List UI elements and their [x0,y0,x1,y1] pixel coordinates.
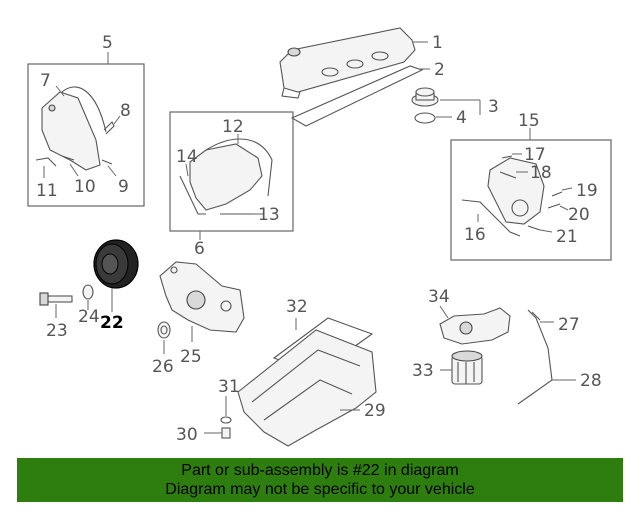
callout-26: 26 [152,357,174,377]
callout-1: 1 [432,33,443,53]
oil-dipstick [517,309,576,405]
callout-15: 15 [518,111,540,131]
callout-13: 13 [258,205,280,225]
oil-filler-cap-seal [414,112,452,124]
front-crank-seal [157,321,171,354]
timing-cover-parts-9-11 [35,155,117,178]
timing-cover-upper-left [41,85,107,171]
footer-line-2: Diagram may not be specific to your vehi… [165,481,475,498]
callout-10: 10 [74,177,96,197]
callout-12: 12 [222,117,244,137]
footer-line-1: Part or sub-assembly is #22 in diagram [181,462,459,479]
callout-14: 14 [176,147,198,167]
callout-29: 29 [364,401,386,421]
group-box-15 [450,128,612,261]
callout-16: 16 [464,225,486,245]
callout-7: 7 [40,71,51,91]
callout-2: 2 [434,60,445,80]
callout-6: 6 [194,239,205,259]
callout-20: 20 [568,205,590,225]
timing-cover-upper-right [461,153,573,237]
callout-3: 3 [488,97,499,117]
callout-25: 25 [180,347,202,367]
crankshaft-pulley [93,239,139,312]
callout-31: 31 [218,377,240,397]
group-box-5 [27,52,145,207]
valve-cover-gasket [290,65,430,127]
group-box-6 [169,111,294,240]
callout-27: 27 [558,315,580,335]
exploded-parts-diagram: 1 2 3 4 5 6 7 8 9 10 11 12 13 14 15 16 1… [27,27,612,447]
timing-cover-bolt-8 [103,115,121,135]
callout-34: 34 [428,287,450,307]
crankshaft-washer [82,284,94,310]
callout-22: 22 [100,313,124,333]
callout-32: 32 [286,297,308,317]
callout-8: 8 [120,101,131,121]
callout-18: 18 [530,163,552,183]
crankshaft-bolt [39,292,73,318]
oil-pump-front-cover [159,261,245,342]
callout-9: 9 [118,177,129,197]
callout-labels: 1 2 3 4 5 6 7 8 9 10 11 12 13 14 15 16 1… [36,33,602,445]
oil-filler-cap [411,87,481,115]
valve-cover-gasket-set [179,134,273,215]
callout-17: 17 [524,145,546,165]
oil-pan [237,329,377,447]
callout-30: 30 [176,425,198,445]
callout-11: 11 [36,181,58,201]
oil-filter [440,350,483,385]
callout-28: 28 [580,371,602,391]
callout-5: 5 [102,33,113,53]
callout-21: 21 [556,227,578,247]
footer-notice-bar: Part or sub-assembly is #22 in diagram D… [17,458,623,502]
oil-filter-housing [439,305,511,345]
callout-23: 23 [46,321,68,341]
drain-plug [204,427,231,439]
drain-plug-washer [220,396,232,424]
callout-33: 33 [412,361,434,381]
callout-19: 19 [576,181,598,201]
callout-24: 24 [78,307,100,327]
callout-4: 4 [456,108,467,128]
valve-cover [279,27,428,99]
